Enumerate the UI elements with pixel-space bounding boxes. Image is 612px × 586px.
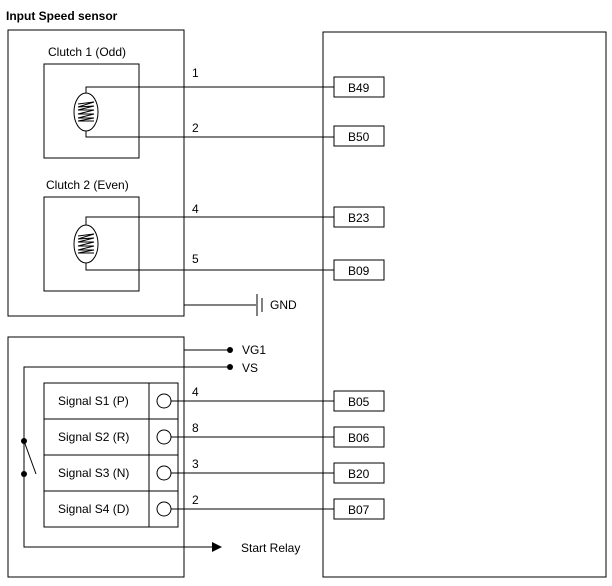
signal-s3-pin: 3 <box>192 457 199 471</box>
signal-s2-pin: 8 <box>192 421 199 435</box>
vg1-label: VG1 <box>242 343 266 357</box>
signal-s1-pin: 4 <box>192 385 199 399</box>
terminal-b09-label: B09 <box>348 264 370 278</box>
start-relay-wire <box>23 474 212 548</box>
diagram-title: Input Speed sensor <box>6 9 118 23</box>
vs-terminal-dot <box>227 364 233 370</box>
clutch2-pin-5: 5 <box>192 252 199 266</box>
terminal-b49-label: B49 <box>348 81 370 95</box>
terminal-b49 <box>333 76 385 98</box>
signal-s1-label: Signal S1 (P) <box>58 394 129 408</box>
signal-s2-label: Signal S2 (R) <box>58 430 129 444</box>
terminal-b50 <box>333 125 385 147</box>
start-relay-arrow-icon <box>212 542 222 552</box>
terminal-b23 <box>333 206 385 228</box>
clutch1-pin-2: 2 <box>192 121 199 135</box>
terminal-b05 <box>333 390 385 412</box>
clutch2-label: Clutch 2 (Even) <box>46 178 129 192</box>
terminal-b07-label: B07 <box>348 503 370 517</box>
start-relay-label: Start Relay <box>241 541 300 555</box>
terminal-b23-label: B23 <box>348 211 370 225</box>
signal-s3-label: Signal S3 (N) <box>58 466 129 480</box>
vg1-terminal-dot <box>227 347 233 353</box>
terminal-b20-label: B20 <box>348 467 370 481</box>
gnd-label: GND <box>270 298 297 312</box>
clutch2-wire-5 <box>85 263 334 271</box>
terminal-b05-label: B05 <box>348 395 370 409</box>
controller-box <box>322 31 607 578</box>
switch-lever <box>23 440 37 475</box>
clutch1-pin-1: 1 <box>192 66 199 80</box>
signal-s4-pin: 2 <box>192 493 199 507</box>
terminal-b09 <box>333 259 385 281</box>
ground-icon <box>256 294 263 316</box>
terminal-b07 <box>333 498 385 520</box>
clutch2-wire-4 <box>85 216 334 225</box>
terminal-b20 <box>333 462 385 484</box>
clutch2-box <box>43 196 140 292</box>
vs-label: VS <box>242 361 258 375</box>
clutch2-pin-4: 4 <box>192 202 199 216</box>
signal-s4-label: Signal S4 (D) <box>58 502 129 516</box>
terminal-b06-label: B06 <box>348 431 370 445</box>
terminal-b06 <box>333 426 385 448</box>
clutch1-wire-1 <box>85 86 334 93</box>
clutch1-wire-2 <box>85 131 334 138</box>
clutch1-label: Clutch 1 (Odd) <box>48 45 126 59</box>
terminal-b50-label: B50 <box>348 130 370 144</box>
